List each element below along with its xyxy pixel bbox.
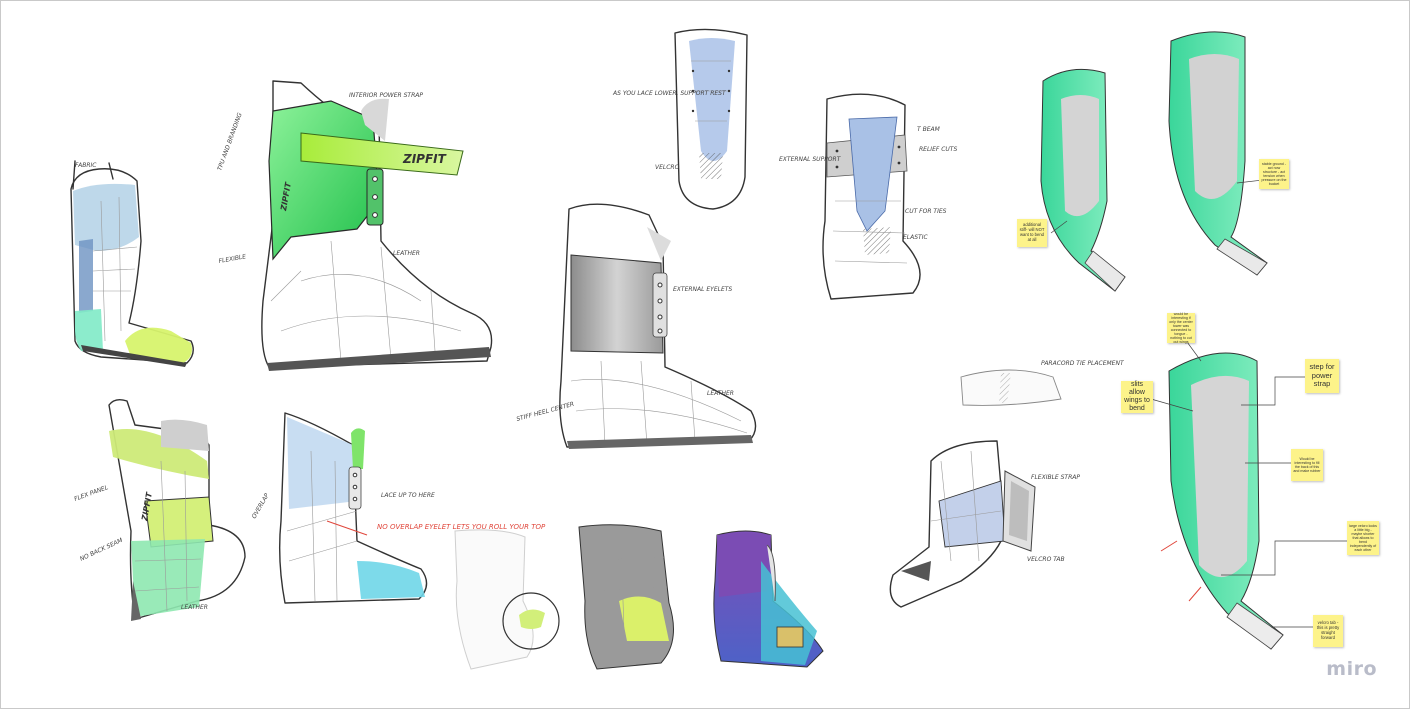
label-tpu-branding: TPU AND BRANDING xyxy=(216,112,244,172)
label-interior-power-strap: INTERIOR POWER STRAP xyxy=(349,92,423,99)
strap-part-sketch xyxy=(960,369,1062,406)
label-no-back-seam: NO BACK SEAM xyxy=(79,537,125,563)
sticky-note-slits[interactable]: slits allow wings to bend xyxy=(1121,381,1153,413)
label-fabric: FABRIC xyxy=(75,162,97,169)
boot-sketch-4 xyxy=(822,93,921,300)
sticky-note-additional-stiff[interactable]: additional stiff- will NOT want to bend … xyxy=(1017,219,1047,247)
sticky-note-velcro-tab[interactable]: velcro tab - this is pretty straight for… xyxy=(1313,615,1343,647)
boot-sketch-gray-lime xyxy=(578,524,674,670)
boot-sketch-8 xyxy=(889,440,1036,608)
boot-sketch-5 xyxy=(559,203,757,449)
sticky-note-step-power[interactable]: step for power strap xyxy=(1305,359,1339,393)
sticky-note-would-be-interesting-mid[interactable]: Would be interesting to fill the back of… xyxy=(1291,449,1323,481)
label-lace-up: LACE UP TO HERE xyxy=(381,492,435,499)
liner-sketch-a xyxy=(1040,68,1126,292)
liner-sketch-b xyxy=(1168,31,1268,276)
label-flex-panel: FLEX PANEL xyxy=(73,484,109,503)
label-lace-lower: AS YOU LACE LOWER, SUPPORT REST xyxy=(612,90,727,97)
liner-sketch-c xyxy=(1160,352,1284,650)
label-elastic: ELASTIC xyxy=(903,234,928,241)
label-flexible: FLEXIBLE xyxy=(218,253,247,265)
label-velcro-3: VELCRO xyxy=(655,164,680,171)
label-external-eyelets: EXTERNAL EYELETS xyxy=(673,286,732,293)
label-cut-for-ties: CUT FOR TIES xyxy=(905,208,947,215)
boot-sketch-2 xyxy=(261,80,493,371)
boot-sketch-7 xyxy=(278,412,428,604)
sticky-note-stable-ground[interactable]: stable ground - act now structure - act … xyxy=(1259,159,1289,189)
boot-sketch-faint xyxy=(454,529,560,670)
label-zipfit-strap: ZIPFIT xyxy=(402,152,447,166)
sticky-note-would-be-interesting-top[interactable]: would be interesting if only the center … xyxy=(1167,312,1195,344)
label-paracord: PARACORD TIE PLACEMENT xyxy=(1041,360,1125,367)
label-overlap: OVERLAP xyxy=(251,492,271,520)
label-leather-5: LEATHER xyxy=(707,390,734,397)
label-red-overlap-note: NO OVERLAP EYELET LETS YOU ROLL YOUR TOP xyxy=(377,523,546,531)
label-velcro-tab-8: VELCRO TAB xyxy=(1027,556,1065,563)
boot-sketch-3 xyxy=(674,28,748,210)
sticky-note-large-velcro[interactable]: large velcro looks a little big - maybe … xyxy=(1347,521,1379,555)
label-flexible-strap: FLEXIBLE STRAP xyxy=(1031,474,1080,481)
boot-sketch-purple xyxy=(713,530,824,668)
label-t-beam: T BEAM xyxy=(917,126,941,133)
label-leather-2: LEATHER xyxy=(393,250,420,257)
boot-sketch-1 xyxy=(70,160,194,367)
label-stiff-heel: STIFF HEEL CENTER xyxy=(516,401,575,423)
miro-logo: miro xyxy=(1326,658,1377,680)
label-external-support: EXTERNAL SUPPORT xyxy=(779,156,842,163)
label-leather-6: LEATHER xyxy=(181,604,208,611)
label-relief-cuts: RELIEF CUTS xyxy=(919,146,957,153)
boot-sketch-6 xyxy=(108,398,246,621)
